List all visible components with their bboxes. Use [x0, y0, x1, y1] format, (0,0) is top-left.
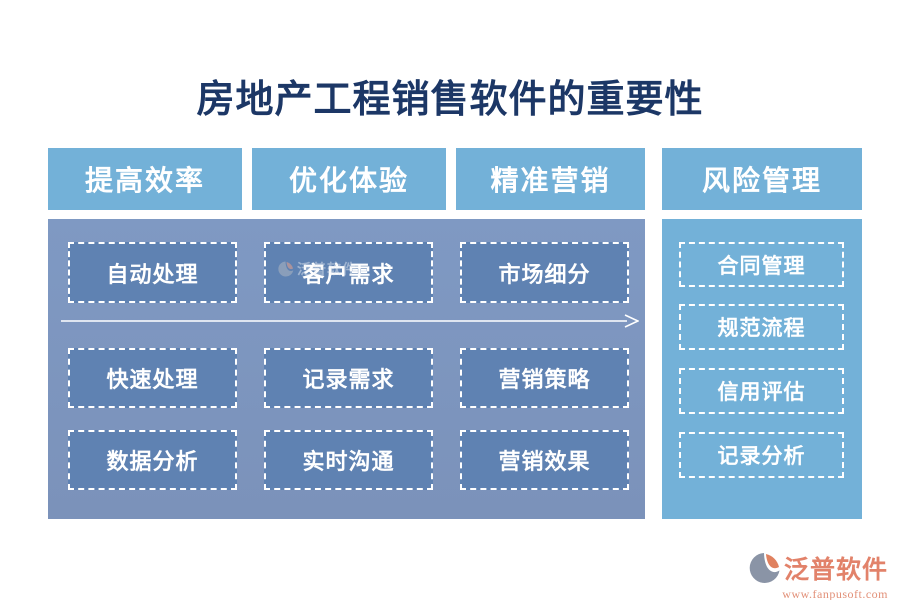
feature-box-marketing-strategy: 营销策略	[460, 348, 629, 408]
brand-name: 泛普软件	[783, 557, 888, 584]
feature-box-data-analysis: 数据分析	[68, 430, 237, 490]
brand-footer: 泛普软件 www.fanpusoft.com	[749, 550, 888, 600]
right-arrow	[61, 313, 640, 329]
risk-box-record-analysis: 记录分析	[679, 432, 844, 478]
risk-box-standard-process: 规范流程	[679, 304, 844, 350]
page-title: 房地产工程销售软件的重要性	[196, 79, 704, 121]
risk-box-contract-management: 合同管理	[679, 242, 844, 287]
column-header-risk: 风险管理	[662, 148, 862, 210]
feature-box-realtime-communication: 实时沟通	[264, 430, 433, 490]
feature-box-market-segmentation: 市场细分	[460, 242, 629, 303]
brand-url: www.fanpusoft.com	[782, 587, 888, 600]
risk-box-credit-evaluation: 信用评估	[679, 368, 844, 414]
feature-box-marketing-effect: 营销效果	[460, 430, 629, 490]
feature-box-record-needs: 记录需求	[264, 348, 433, 408]
main-panel: 自动处理 客户需求 市场细分 快速处理 记录需求 营销策略 数据分析 实时沟通 …	[48, 219, 645, 519]
feature-box-customer-needs: 客户需求	[264, 242, 433, 303]
risk-panel: 合同管理 规范流程 信用评估 记录分析	[662, 219, 862, 519]
feature-box-auto-processing: 自动处理	[68, 242, 237, 303]
fanpu-logo-icon	[749, 553, 780, 583]
column-header-marketing: 精准营销	[456, 148, 645, 210]
column-header-experience: 优化体验	[252, 148, 446, 210]
column-header-efficiency: 提高效率	[48, 148, 242, 210]
feature-box-fast-processing: 快速处理	[68, 348, 237, 408]
